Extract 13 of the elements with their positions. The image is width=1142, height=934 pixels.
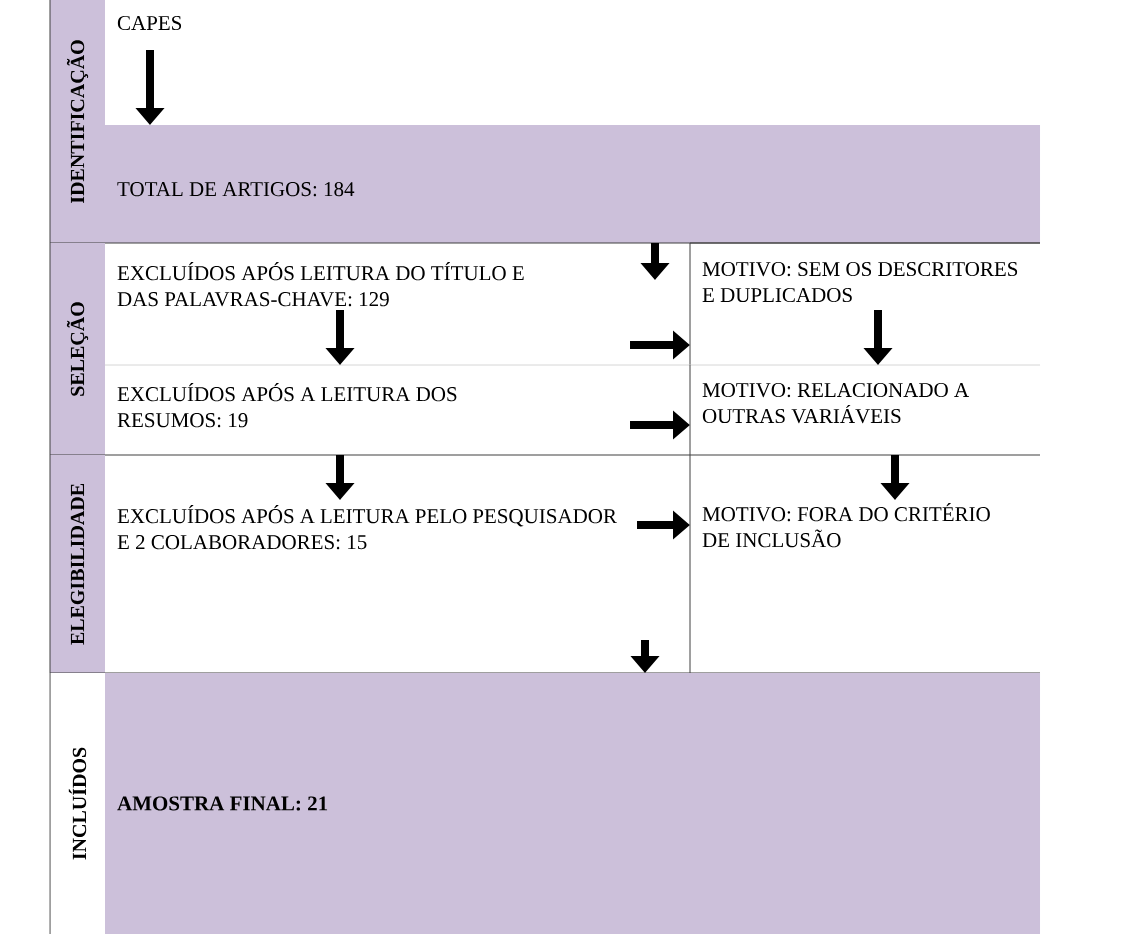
section-header: SELEÇÃO [49,242,106,456]
table-cell: CAPES [117,16,182,31]
section-header: ELEGIBILIDADE [49,454,106,674]
table-cell: MOTIVO: RELACIONADO A OUTRAS VARIÁVEIS [689,364,1041,456]
section-header: INCLUÍDOS [49,672,105,934]
table-cell: AMOSTRA FINAL: 21 [105,673,1040,934]
section-header: IDENTIFICAÇÃO [49,0,106,244]
table-cell: EXCLUÍDOS APÓS A LEITURA DOS RESUMOS: 19 [104,364,691,456]
table-cell: MOTIVO: FORA DO CRITÉRIO DE INCLUSÃO [689,503,1041,674]
node-label: TOTAL DE ARTIGOS: 184 [117,182,355,197]
table-cell: EXCLUÍDOS APÓS LEITURA DO TÍTULO E DAS PALAVRAS-CHAVE: 129 [117,242,691,366]
table-cell: EXCLUÍDOS APÓS A LEITURA PELO PESQUISADOR E 2 COLABORADORES: 15 [104,454,691,674]
table-cell: MOTIVO: SEM OS DESCRITORES E DUPLICADOS [689,242,1041,366]
